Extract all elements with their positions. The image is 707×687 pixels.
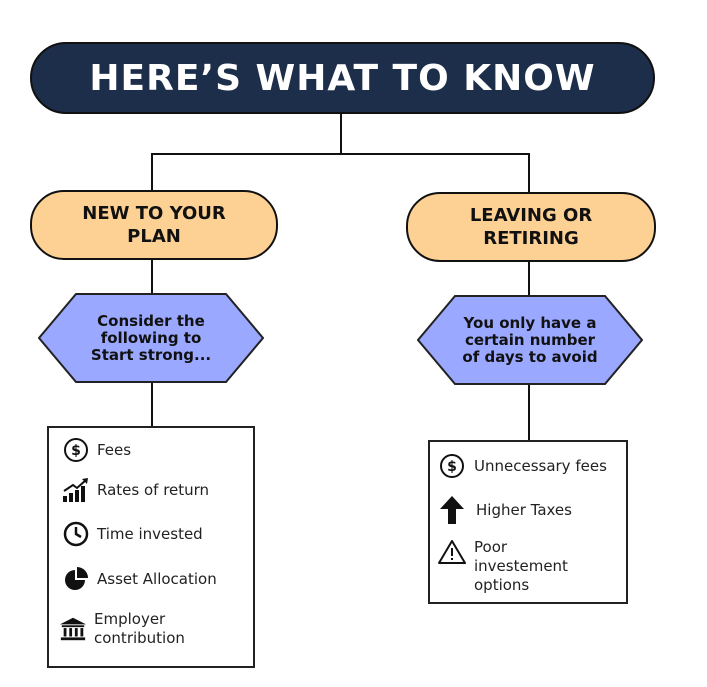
- list-item: Asset Allocation: [62, 565, 217, 593]
- svg-text:$: $: [447, 459, 457, 475]
- list-item: Time invested: [62, 520, 203, 548]
- warning-icon: [438, 538, 466, 566]
- hexagon-days-to-avoid: You only have a certain number of days t…: [417, 295, 643, 385]
- list-item-label: Higher Taxes: [476, 500, 572, 519]
- svg-text:$: $: [71, 443, 81, 459]
- clock-icon: [62, 520, 90, 548]
- list-item: Rates of return: [62, 476, 209, 504]
- list-item-label: Asset Allocation: [97, 569, 217, 588]
- connector-horizontal: [151, 153, 530, 155]
- connector-trunk: [340, 114, 342, 154]
- arrow-up-icon: [438, 496, 466, 524]
- list-leaving-retiring: $ Unnecessary fees Higher Taxes Poor inv…: [428, 440, 628, 604]
- list-item-label: Fees: [97, 440, 132, 459]
- hexagon-start-strong: Consider the following to Start strong..…: [38, 293, 264, 383]
- category-leaving-retiring: LEAVING OR RETIRING: [406, 192, 656, 262]
- page-title: HERE’S WHAT TO KNOW: [89, 57, 596, 99]
- connector-left-category-hex: [151, 260, 153, 295]
- title-banner: HERE’S WHAT TO KNOW: [30, 42, 655, 114]
- list-item: Poor investement options: [438, 538, 568, 595]
- connector-right-category-hex: [528, 260, 530, 296]
- bank-building-icon: [59, 615, 87, 643]
- growth-chart-icon: [62, 476, 90, 504]
- list-item: Higher Taxes: [438, 496, 572, 524]
- list-item-label: Employer contribution: [94, 610, 185, 647]
- hexagon-text: You only have a certain number of days t…: [462, 313, 598, 366]
- list-item-label: Poor investement options: [474, 538, 568, 594]
- connector-left-hex-list: [151, 382, 153, 428]
- hexagon-text: Consider the following to Start strong..…: [90, 311, 212, 364]
- category-label: LEAVING OR RETIRING: [469, 205, 593, 249]
- category-label: NEW TO YOUR PLAN: [82, 203, 226, 247]
- connector-right-drop: [528, 153, 530, 193]
- list-item-label: Unnecessary fees: [474, 456, 607, 475]
- connector-left-drop: [151, 153, 153, 191]
- connector-right-hex-list: [528, 384, 530, 441]
- list-new-to-plan: $ Fees Rates of return Time invested Ass…: [47, 426, 255, 668]
- list-item-label: Time invested: [97, 524, 203, 543]
- list-item: $ Unnecessary fees: [438, 452, 607, 480]
- list-item-label: Rates of return: [97, 480, 210, 499]
- list-item: $ Fees: [62, 436, 131, 464]
- category-new-to-plan: NEW TO YOUR PLAN: [30, 190, 278, 260]
- dollar-circle-icon: $: [62, 436, 90, 464]
- dollar-circle-icon: $: [438, 452, 466, 480]
- list-item: Employer contribution: [59, 610, 185, 648]
- pie-chart-icon: [62, 565, 90, 593]
